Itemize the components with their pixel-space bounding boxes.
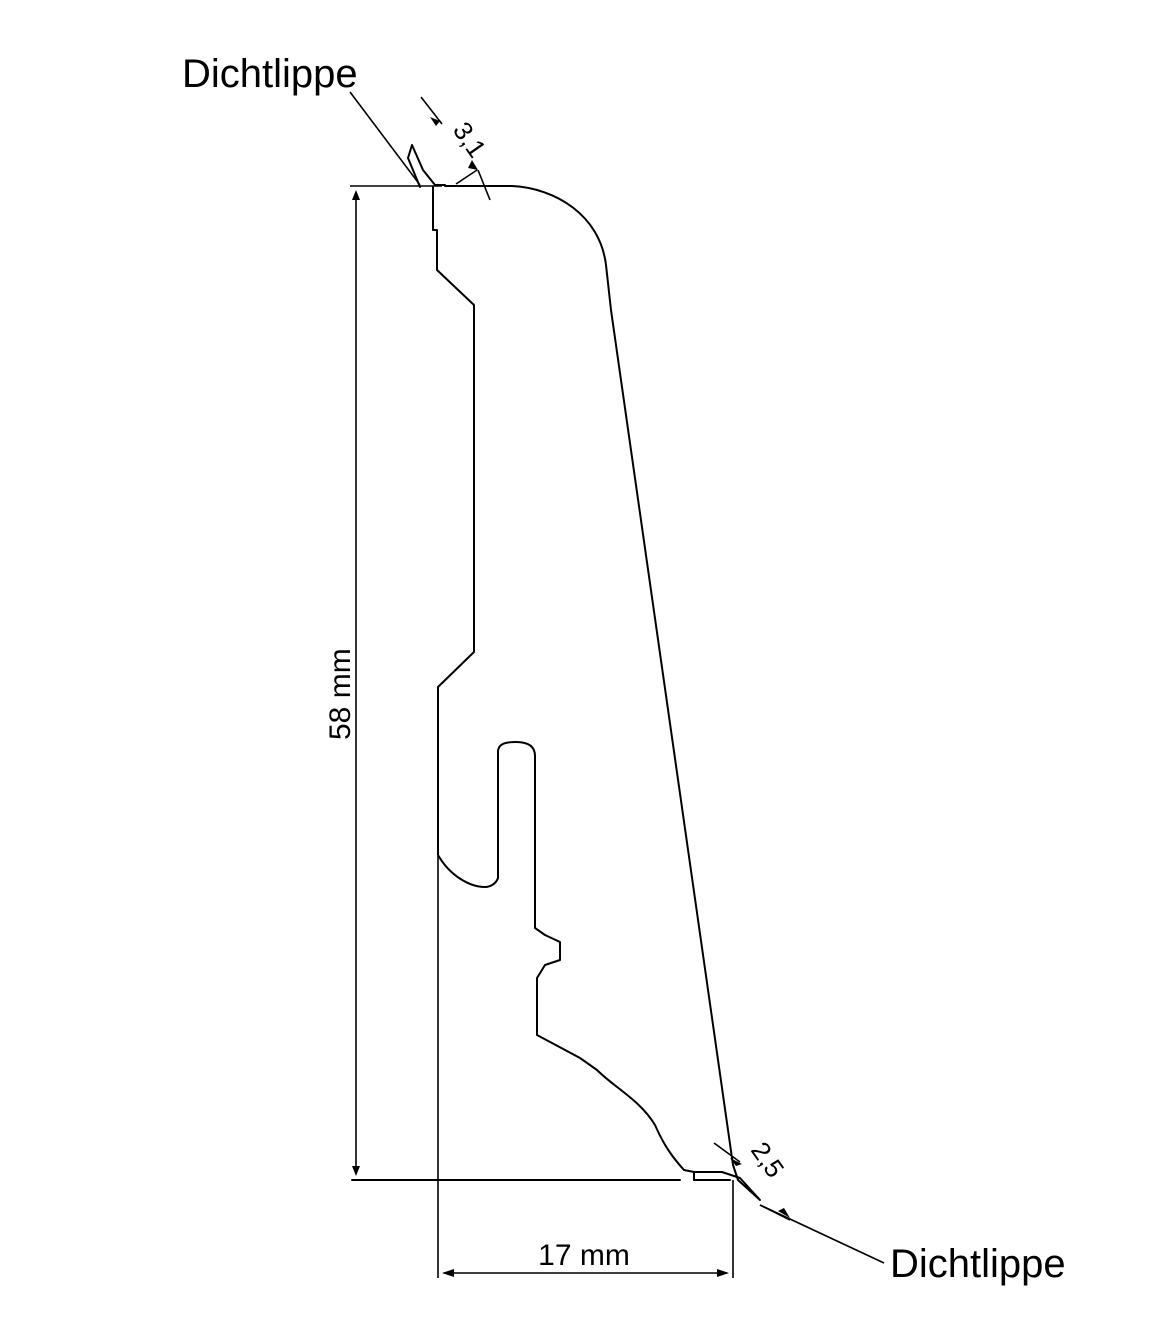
depth-dimension-label: 17 mm	[538, 1239, 630, 1272]
top-lip-thickness-label: 3,1	[447, 116, 492, 163]
top-seal-lip	[407, 144, 446, 188]
profile-front-face	[610, 309, 734, 1166]
bottom-lip-thickness-label: 2,5	[745, 1136, 790, 1183]
height-dimension-label: 58 mm	[324, 648, 357, 740]
top-seal-lip-leader	[349, 91, 421, 186]
bottom-seal-lip-annotation: 2,5 Dichtlippe	[713, 1136, 1066, 1286]
bottom-seal-lip-label: Dichtlippe	[890, 1242, 1066, 1286]
top-seal-lip-label: Dichtlippe	[182, 52, 358, 96]
profile-outline	[407, 144, 761, 1201]
top-seal-lip-annotation: Dichtlippe 3,1	[182, 52, 492, 201]
profile-top-edge	[444, 185, 612, 311]
bottom-seal-lip	[693, 1164, 761, 1201]
height-dimension: 58 mm	[324, 185, 442, 1176]
depth-dimension: 17 mm	[437, 856, 734, 1278]
profile-back-side	[432, 186, 695, 1173]
